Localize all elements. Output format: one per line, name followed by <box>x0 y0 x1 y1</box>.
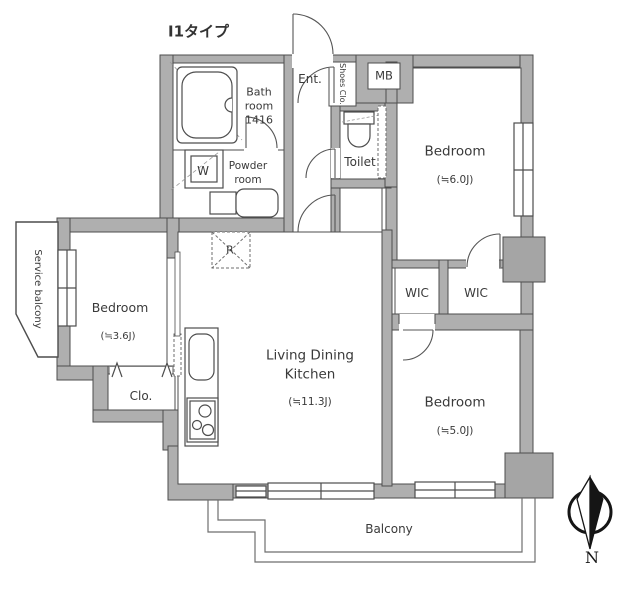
partition-dashed <box>173 333 182 377</box>
doors <box>245 13 501 361</box>
column-southeast <box>504 452 554 499</box>
toilet-bowl <box>347 123 371 148</box>
hall-ldk-door-arc <box>297 194 336 233</box>
compass-needle-east <box>589 475 604 550</box>
room-wic-left <box>394 267 440 315</box>
wall-bedroom-w-north <box>56 217 169 233</box>
balcony-outer-line <box>207 498 536 563</box>
bedroom-ne-label: Bedroom <box>424 143 486 160</box>
room-hall <box>292 62 332 233</box>
dashed-elements <box>173 105 387 377</box>
bedroom-ne-size: (≒6.0J) <box>436 173 474 186</box>
toilet-lid-line <box>341 114 381 123</box>
service-balcony-outline <box>15 221 59 358</box>
thin-partition <box>174 251 181 337</box>
wall-kitchen-west <box>162 409 179 451</box>
bathroom-size: 1416 <box>245 113 273 127</box>
front-door-arc <box>292 13 334 55</box>
pipe-shaft-hatch <box>377 105 387 179</box>
refrigerator-label: R <box>226 243 234 257</box>
closet-label: Clo. <box>129 389 153 403</box>
washer-box-inner <box>190 155 218 183</box>
wall-hall-west <box>283 54 294 233</box>
gap-bedroom-se-door <box>399 314 435 331</box>
bedroom-se-label: Bedroom <box>424 394 486 411</box>
ldk-label-2: Kitchen <box>284 366 336 383</box>
bedroom-ne-door-arc <box>466 233 501 268</box>
stove-burner-1 <box>198 404 212 418</box>
toilet-tank <box>343 111 375 125</box>
gap-bath-door <box>244 146 278 154</box>
washer-diagonal-line <box>170 151 220 191</box>
ldk-size: (≒11.3J) <box>288 395 332 408</box>
bathtub-notch <box>224 97 233 113</box>
wall-powder-south <box>159 217 293 233</box>
stove-burner-2 <box>191 419 203 431</box>
room-bedroom-w <box>69 231 168 367</box>
bedroom-se-door-arc <box>402 329 434 361</box>
toilet-label: Toilet <box>344 155 376 169</box>
entrance-label: Ent. <box>298 72 322 86</box>
bathroom-label-2: room <box>244 99 274 113</box>
powder-room-label-2: room <box>234 173 262 186</box>
toilet-door-arc <box>305 148 336 179</box>
column-east <box>502 236 546 283</box>
bath-door-arc <box>245 116 278 149</box>
folding-doors <box>111 361 173 378</box>
wall-wic-divider <box>438 259 449 323</box>
vanity-cabinet <box>209 191 237 215</box>
wic-right-label: WIC <box>464 286 488 300</box>
compass-needle-west <box>576 474 591 550</box>
powder-room-label-1: Powder <box>228 159 268 172</box>
meter-box <box>367 62 401 90</box>
kitchen-sink <box>188 333 215 381</box>
balcony-label: Balcony <box>365 522 413 536</box>
shoes-closet-label: Shoes Clo. <box>338 63 347 105</box>
columns <box>502 236 554 499</box>
service-balcony-label: Service balcony <box>32 249 43 329</box>
fixtures <box>169 61 381 447</box>
bedroom-w-size: (≒3.6J) <box>100 331 136 342</box>
compass-north-label: N <box>585 548 599 567</box>
room-closet <box>107 373 176 411</box>
wall-toilet-south <box>330 178 392 189</box>
wall-bath-left <box>159 54 174 233</box>
room-bedroom-ne <box>396 67 522 261</box>
wall-shaft <box>384 102 398 188</box>
wic-left-label: WIC <box>405 286 429 300</box>
folding-door-icon <box>111 361 123 378</box>
balcony-inner-line <box>217 498 523 553</box>
folding-door-icon <box>161 361 173 378</box>
stove-burner-3 <box>201 423 215 437</box>
windows <box>57 122 534 500</box>
compass-icon <box>567 474 613 550</box>
room-bedroom-se <box>391 329 521 485</box>
balcony-outline <box>207 498 536 563</box>
fridge-cross-2 <box>211 231 251 269</box>
meter-box-label: MB <box>375 68 393 83</box>
gap-closet-doors <box>110 367 172 375</box>
entry-door-arc <box>297 66 335 104</box>
gap-front-door <box>292 54 333 68</box>
plan-title: I1タイプ <box>168 22 230 41</box>
vanity-sink <box>235 188 279 218</box>
wall-ldk-east <box>381 229 393 487</box>
washer-label: W <box>197 164 209 178</box>
bedroom-se-size: (≒5.0J) <box>436 424 474 437</box>
bedroom-w-label: Bedroom <box>91 299 149 315</box>
room-hall-lower <box>339 187 383 233</box>
gap-wic-right-door <box>466 259 499 269</box>
bathroom-label-1: Bath <box>246 85 272 99</box>
ldk-label-1: Living Dining <box>265 347 355 364</box>
